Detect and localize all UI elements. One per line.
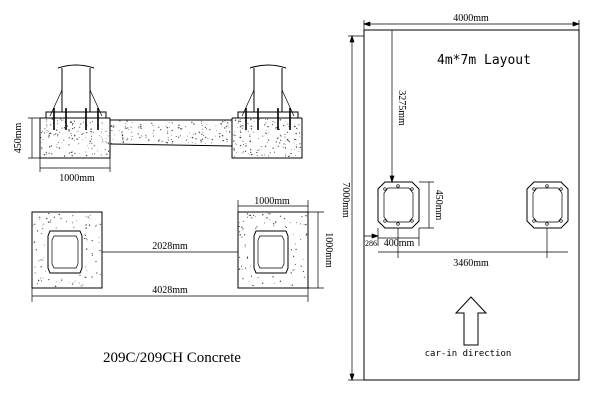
left-base-plate	[45, 111, 107, 119]
right-column	[249, 64, 287, 112]
left-column	[57, 64, 95, 112]
dim-label-slab-width: 1000mm	[254, 196, 290, 207]
left-slab-base-plate	[47, 230, 83, 274]
layout-title: 4m*7m Layout	[437, 53, 531, 68]
layout-view: 4000mm 4m*7m Layout 7000mm 3275mm 450mm	[340, 13, 581, 382]
dim-line-total	[31, 288, 309, 302]
dim-label-plate-height: 450mm	[433, 190, 444, 221]
dim-arrow-front-offset	[389, 175, 395, 184]
side-view: 450mm 1000mm	[13, 64, 303, 184]
left-anchor-bolts	[53, 108, 99, 130]
layout-right-bolt-holes	[532, 184, 563, 226]
dim-line-plate-height	[419, 181, 434, 229]
dim-label-center-distance: 3460mm	[453, 258, 489, 269]
dim-label-slab-height: 1000mm	[323, 232, 334, 268]
dim-label-plate-width: 400mm	[384, 238, 415, 249]
dim-line-bay-width	[363, 20, 580, 30]
dim-label-front-offset: 3275mm	[396, 90, 407, 126]
layout-left-column	[383, 187, 414, 223]
left-slab-column	[51, 235, 79, 269]
ground-slab	[109, 119, 233, 147]
layout-left-base-plate	[377, 181, 420, 229]
concrete-texture-plan	[32, 212, 308, 288]
dim-arrows-bay-width	[362, 21, 581, 27]
dim-label-side-gap: 286	[365, 239, 377, 248]
dim-arrows-bay-length	[349, 34, 355, 382]
dim-label-total: 4028mm	[152, 285, 188, 296]
dim-label-gap: 2028mm	[152, 241, 188, 252]
dim-line-bay-length	[348, 35, 364, 381]
layout-right-base-plate	[526, 181, 569, 229]
layout-right-column	[532, 187, 563, 223]
right-anchor-bolts	[245, 108, 291, 130]
dim-label-bay-length: 7000mm	[340, 182, 351, 218]
right-slab	[237, 211, 309, 289]
dim-line-height-450	[28, 117, 40, 159]
car-in-arrow-icon	[454, 296, 488, 346]
right-base-plate	[237, 111, 299, 119]
right-slab-base-plate	[253, 230, 289, 274]
dim-label-width-1000: 1000mm	[59, 173, 95, 184]
dim-arrow-side-gap	[371, 233, 380, 239]
dim-label-height-450: 450mm	[13, 123, 24, 154]
dim-label-bay-width: 4000mm	[453, 13, 489, 24]
right-footing-outline	[231, 118, 303, 159]
concrete-caption: 209C/209CH Concrete	[103, 350, 241, 366]
dim-line-width-1000	[39, 158, 111, 172]
dim-line-slab-height	[308, 211, 324, 289]
car-in-label: car-in direction	[425, 349, 512, 359]
dim-line-center-distance	[378, 228, 568, 258]
dim-line-slab-width	[237, 200, 309, 212]
left-footing-outline	[39, 118, 111, 159]
bay-outline	[363, 29, 580, 381]
plan-view: 1000mm 2028mm 1000mm 4028mm	[31, 196, 334, 302]
concrete-texture-side	[40, 118, 301, 158]
right-slab-column	[257, 235, 285, 269]
left-slab	[31, 211, 103, 289]
layout-left-bolt-holes	[383, 184, 414, 226]
